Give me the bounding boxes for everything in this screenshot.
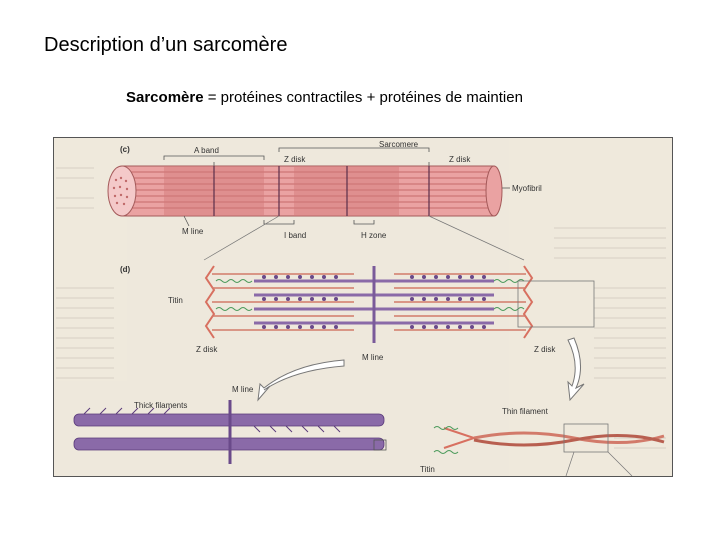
subtitle-rest: = protéines contractiles + protéines de … xyxy=(203,89,523,106)
zoom-arrows xyxy=(257,337,585,402)
z-disk-label-d-left: Z disk xyxy=(196,345,218,354)
z-disk-label-d-right: Z disk xyxy=(534,345,556,354)
m-line-label-d: M line xyxy=(362,353,384,362)
sarcomere-diagram: (c) xyxy=(54,138,672,476)
z-disk-label-right: Z disk xyxy=(449,155,471,164)
subtitle-bold: Sarcomère xyxy=(126,89,204,106)
titin-label-thin: Titin xyxy=(420,465,435,474)
zoom-guide-lines xyxy=(203,215,525,261)
a-band-label: A band xyxy=(194,146,219,155)
subtitle: Sarcomère = protéines contractiles + pro… xyxy=(126,89,523,106)
h-zone-label: H zone xyxy=(361,231,387,240)
m-line-label-c: M line xyxy=(182,227,204,236)
sarcomere-figure: (c) xyxy=(53,137,673,477)
page-title: Description d’un sarcomère xyxy=(44,34,288,56)
panel-d-label: (d) xyxy=(120,265,131,274)
thick-filaments-zoom xyxy=(73,400,387,464)
sarcomere-detail xyxy=(204,265,595,343)
m-line-label-thick: M line xyxy=(232,385,254,394)
i-band-label: I band xyxy=(284,231,306,240)
panel-c-brackets xyxy=(163,147,510,227)
thin-filament-zoom xyxy=(433,423,665,476)
myofibril-cylinder xyxy=(107,165,503,217)
titin-label-d: Titin xyxy=(168,296,183,305)
thick-filaments-label: Thick filaments xyxy=(134,401,187,410)
sarcomere-label: Sarcomere xyxy=(379,140,419,149)
thin-filament-label: Thin filament xyxy=(502,407,549,416)
panel-c-label: (c) xyxy=(120,145,130,154)
myofibril-label: Myofibril xyxy=(512,184,542,193)
z-disk-label-left: Z disk xyxy=(284,155,306,164)
